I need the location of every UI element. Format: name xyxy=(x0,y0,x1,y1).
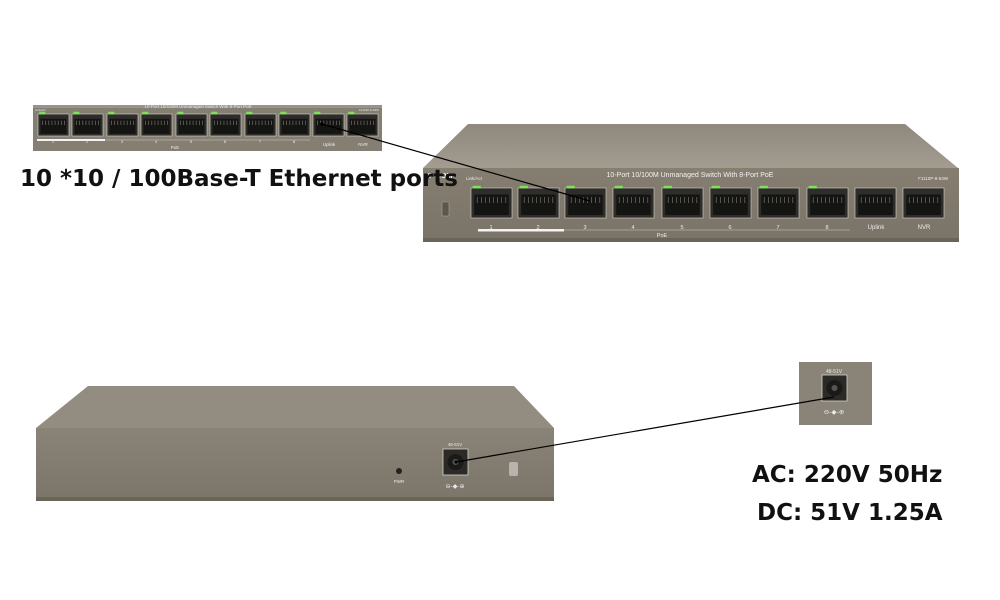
front-port-numbers: 1 2 3 4 5 6 7 8 xyxy=(489,225,828,231)
poe-underline-white xyxy=(478,229,564,232)
front-port-1-led xyxy=(472,185,481,189)
back-switch-top xyxy=(36,386,554,428)
power-leader-line xyxy=(455,396,835,463)
front-port-3-led xyxy=(566,185,575,189)
uplink-label: Uplink xyxy=(868,225,886,231)
dc-caption: DC: 51V 1.25A xyxy=(757,500,943,526)
zoom-port-6 xyxy=(209,111,242,137)
zoom-port-7 xyxy=(244,111,277,137)
zoom-port-5-led xyxy=(177,111,184,115)
front-port-8-led xyxy=(808,185,817,189)
front-port-8 xyxy=(806,185,849,219)
zoom-port-8 xyxy=(278,111,311,137)
front-port-7-led xyxy=(759,185,768,189)
front-port-5-led xyxy=(663,185,672,189)
front-port-3 xyxy=(564,185,607,219)
ac-caption: AC: 220V 50Hz xyxy=(752,462,943,488)
zoom-port-number: 8 xyxy=(293,139,296,144)
link-act-label: Link/Act xyxy=(466,176,483,181)
front-switch-top xyxy=(423,124,958,168)
zoom-port-number: 1 xyxy=(52,139,55,144)
model-title: 10-Port 10/100M Unmanaged Switch With 8-… xyxy=(607,172,774,179)
zoom-model-title: 10-Port 10/100M Unmanaged Switch With 8-… xyxy=(144,104,251,109)
front-port-number: 4 xyxy=(631,225,634,231)
front-port-4-led xyxy=(614,185,623,189)
zoom-poe-label: PoE xyxy=(171,145,180,150)
front-port-6 xyxy=(709,185,752,219)
power-rating-label: 48-51V xyxy=(448,442,463,447)
zoom-port-6-led xyxy=(211,111,218,115)
zoom-port-number: 3 xyxy=(121,139,124,144)
zoom-port-1 xyxy=(37,111,70,137)
zoom-port-1-led xyxy=(39,111,46,115)
front-port-number: 1 xyxy=(489,225,492,231)
front-port-2 xyxy=(517,185,560,219)
front-port-6-led xyxy=(711,185,720,189)
front-port-number: 3 xyxy=(583,225,586,231)
zoom-port-2-led xyxy=(73,111,80,115)
zoom-port-uplink-led xyxy=(314,111,321,115)
polarity-symbol: ⊖-◆-⊕ xyxy=(446,483,465,490)
zoom-port-numbers: 1 2 3 4 5 6 7 8 xyxy=(52,139,296,144)
front-port-number: 6 xyxy=(728,225,731,231)
zoom-model-number: F1110P-8-63W xyxy=(359,108,379,112)
svg-text:⊖-◆-⊕: ⊖-◆-⊕ xyxy=(824,408,845,416)
pwr-label: PWR xyxy=(394,479,405,484)
front-port-row xyxy=(470,185,945,219)
ports-caption: 10 *10 / 100Base-T Ethernet ports xyxy=(20,166,458,192)
zoom-port-4-led xyxy=(142,111,149,115)
front-port-5 xyxy=(661,185,704,219)
back-switch: PWR 48-51V ⊖-◆-⊕ xyxy=(36,386,554,501)
ports-leader-dot xyxy=(320,122,324,126)
front-port-4 xyxy=(612,185,655,219)
ports-leader-line xyxy=(321,123,591,202)
front-switch: IP-COM Link/Act 10-Port 10/100M Unmanage… xyxy=(423,124,959,242)
front-port-number: 5 xyxy=(680,225,683,231)
zoom-port-4 xyxy=(140,111,173,137)
front-port-uplink xyxy=(854,187,897,219)
zoom-port-number: 6 xyxy=(224,139,227,144)
port-zoom-crop: 10-Port 10/100M Unmanaged Switch With 8-… xyxy=(33,104,382,151)
zoom-port-nvr-led xyxy=(348,111,355,115)
zoom-port-number: 7 xyxy=(259,139,262,144)
zoom-port-2 xyxy=(71,111,104,137)
nvr-label: NVR xyxy=(918,225,931,231)
front-port-1 xyxy=(470,185,513,219)
zoom-port-nvr xyxy=(346,111,379,137)
zoom-nvr-label: NVR xyxy=(358,142,368,147)
mode-switch xyxy=(441,201,450,217)
zoom-power-rating: 48-51V xyxy=(826,369,843,375)
zoom-uplink-label: Uplink xyxy=(323,142,336,147)
zoom-port-5 xyxy=(175,111,208,137)
front-port-2-led xyxy=(519,185,528,189)
power-zoom-crop: 48-51V ⊖-◆-⊕ xyxy=(799,362,872,425)
ground-screw xyxy=(509,462,518,476)
zoom-port-3 xyxy=(106,111,139,137)
zoom-port-uplink xyxy=(312,111,345,137)
brand-logo: IP-COM xyxy=(427,173,452,180)
zoom-port-number: 5 xyxy=(190,139,193,144)
front-port-number: 2 xyxy=(536,225,539,231)
pwr-led xyxy=(396,468,402,474)
front-port-nvr xyxy=(902,187,945,219)
front-port-number: 8 xyxy=(825,225,828,231)
zoom-port-3-led xyxy=(108,111,115,115)
zoom-link-act: Link/Act xyxy=(35,108,46,112)
front-port-number: 7 xyxy=(776,225,779,231)
front-port-7 xyxy=(757,185,800,219)
poe-label: PoE xyxy=(657,233,668,239)
zoom-port-number: 2 xyxy=(86,139,89,144)
zoom-port-7-led xyxy=(246,111,253,115)
zoom-port-8-led xyxy=(280,111,287,115)
zoom-port-row xyxy=(37,111,379,137)
back-switch-face xyxy=(36,428,554,500)
zoom-port-number: 4 xyxy=(155,139,158,144)
model-number: F1110P-8-63W xyxy=(918,176,949,181)
